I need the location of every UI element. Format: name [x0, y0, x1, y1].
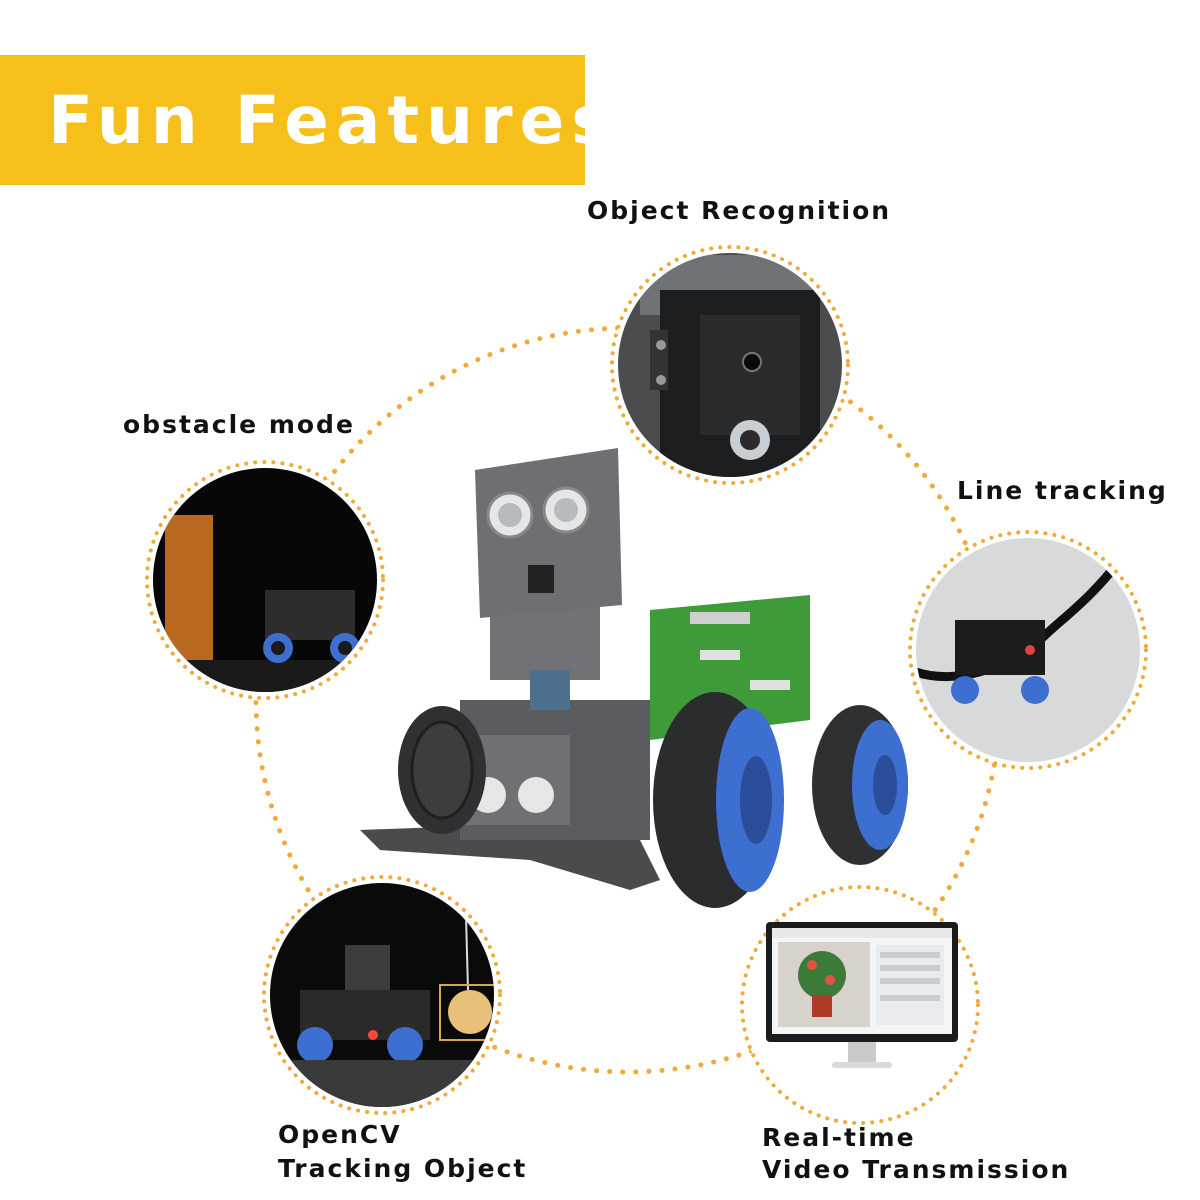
opencv-tracking-label: OpenCV Tracking Object [278, 1118, 527, 1186]
opencv-tracking-photo [262, 875, 502, 1115]
video-label-line1: Real-time [762, 1123, 916, 1152]
video-label-line2: Video Transmission [762, 1155, 1071, 1184]
robot-car [360, 448, 908, 908]
banner-title: Fun Features [48, 82, 618, 159]
object-recognition-label: Object Recognition [587, 196, 892, 225]
object-recognition-photo [610, 245, 850, 485]
video-transmission-photo [740, 885, 980, 1125]
line-tracking-photo [908, 530, 1148, 770]
obstacle-mode-photo [145, 460, 385, 700]
opencv-label-line1: OpenCV [278, 1120, 402, 1149]
opencv-label-line2: Tracking Object [278, 1154, 528, 1183]
line-tracking-label: Line tracking [957, 476, 1168, 505]
video-transmission-label: Real-time Video Transmission [762, 1122, 1070, 1186]
title-banner [0, 55, 585, 185]
obstacle-mode-label: obstacle mode [123, 410, 355, 439]
